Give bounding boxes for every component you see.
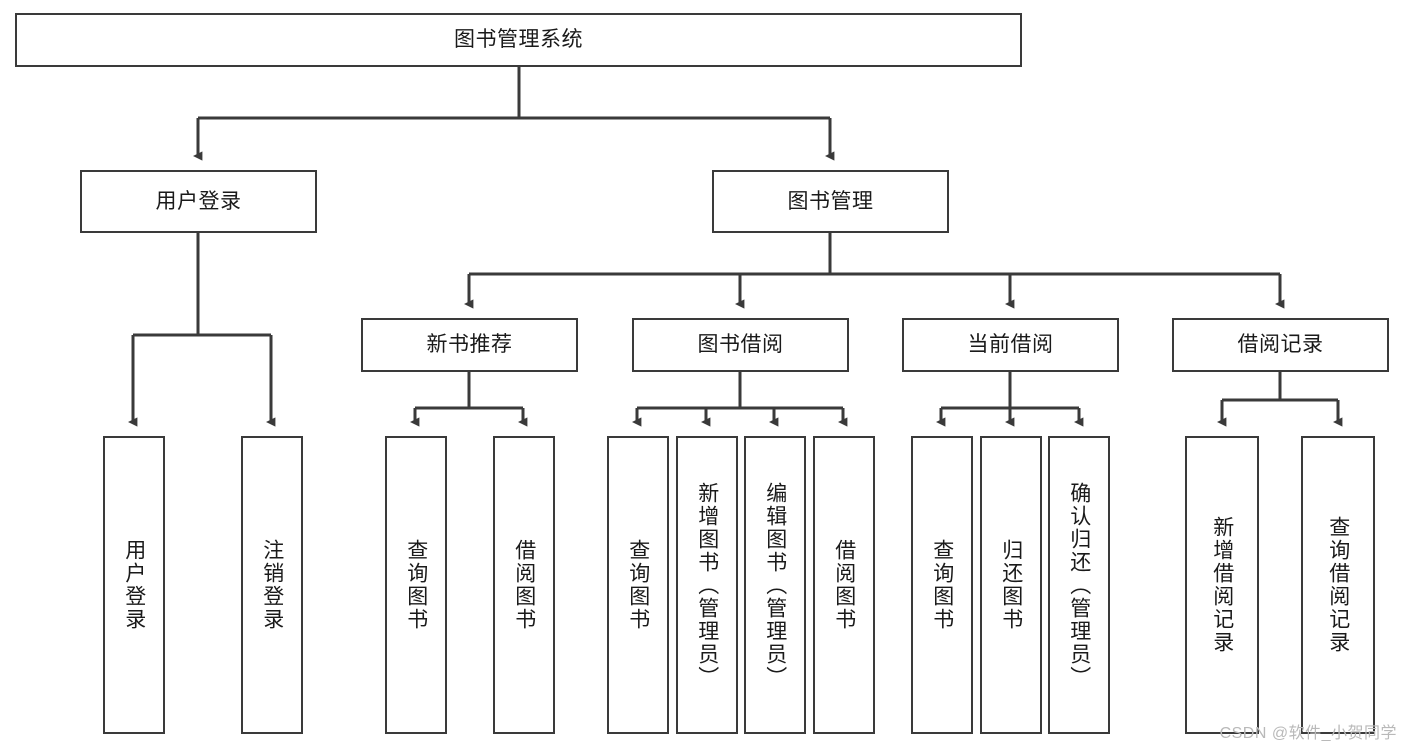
leaf-borrow-record-add[interactable]: 新增借阅记录 xyxy=(1185,436,1259,734)
node-borrow-record[interactable]: 借阅记录 xyxy=(1172,318,1389,372)
csdn-watermark: CSDN @软件_小贺同学 xyxy=(1219,725,1397,742)
leaf-current-borrow-return-label: 归还图书 xyxy=(999,539,1023,631)
leaf-user-login-login-label: 用户登录 xyxy=(122,539,146,631)
node-current-borrow-label: 当前借阅 xyxy=(967,333,1054,357)
leaf-new-book-query-label: 查询图书 xyxy=(404,539,428,631)
leaf-borrow-record-add-label: 新增借阅记录 xyxy=(1210,516,1234,654)
node-book-management-label: 图书管理 xyxy=(787,189,874,213)
leaf-book-borrow-query[interactable]: 查询图书 xyxy=(607,436,669,734)
leaf-new-book-query[interactable]: 查询图书 xyxy=(385,436,447,734)
node-new-book-recommend-label: 新书推荐 xyxy=(426,333,513,357)
node-user-login-label: 用户登录 xyxy=(155,189,242,213)
leaf-current-borrow-query[interactable]: 查询图书 xyxy=(911,436,973,734)
leaf-borrow-record-query-label: 查询借阅记录 xyxy=(1326,516,1350,654)
leaf-book-borrow-edit[interactable]: 编辑图书（管理员） xyxy=(744,436,806,734)
leaf-book-borrow-query-label: 查询图书 xyxy=(626,539,650,631)
leaf-book-borrow-borrow[interactable]: 借阅图书 xyxy=(813,436,875,734)
leaf-user-login-login[interactable]: 用户登录 xyxy=(103,436,165,734)
node-root-system[interactable]: 图书管理系统 xyxy=(15,13,1022,67)
leaf-book-borrow-add[interactable]: 新增图书（管理员） xyxy=(676,436,738,734)
leaf-current-borrow-confirm-return-label: 确认归还（管理员） xyxy=(1067,481,1091,689)
leaf-user-login-logout[interactable]: 注销登录 xyxy=(241,436,303,734)
node-book-management[interactable]: 图书管理 xyxy=(712,170,949,233)
node-user-login[interactable]: 用户登录 xyxy=(80,170,317,233)
node-current-borrow[interactable]: 当前借阅 xyxy=(902,318,1119,372)
node-book-borrow-label: 图书借阅 xyxy=(697,333,784,357)
leaf-borrow-record-query[interactable]: 查询借阅记录 xyxy=(1301,436,1375,734)
leaf-user-login-logout-label: 注销登录 xyxy=(260,539,284,631)
node-new-book-recommend[interactable]: 新书推荐 xyxy=(361,318,578,372)
leaf-book-borrow-edit-label: 编辑图书（管理员） xyxy=(763,481,787,689)
leaf-book-borrow-borrow-label: 借阅图书 xyxy=(832,539,856,631)
leaf-current-borrow-confirm-return[interactable]: 确认归还（管理员） xyxy=(1048,436,1110,734)
leaf-current-borrow-query-label: 查询图书 xyxy=(930,539,954,631)
leaf-current-borrow-return[interactable]: 归还图书 xyxy=(980,436,1042,734)
leaf-new-book-borrow-label: 借阅图书 xyxy=(512,539,536,631)
node-book-borrow[interactable]: 图书借阅 xyxy=(632,318,849,372)
node-borrow-record-label: 借阅记录 xyxy=(1237,333,1324,357)
node-root-system-label: 图书管理系统 xyxy=(454,28,583,52)
leaf-new-book-borrow[interactable]: 借阅图书 xyxy=(493,436,555,734)
leaf-book-borrow-add-label: 新增图书（管理员） xyxy=(695,481,719,689)
